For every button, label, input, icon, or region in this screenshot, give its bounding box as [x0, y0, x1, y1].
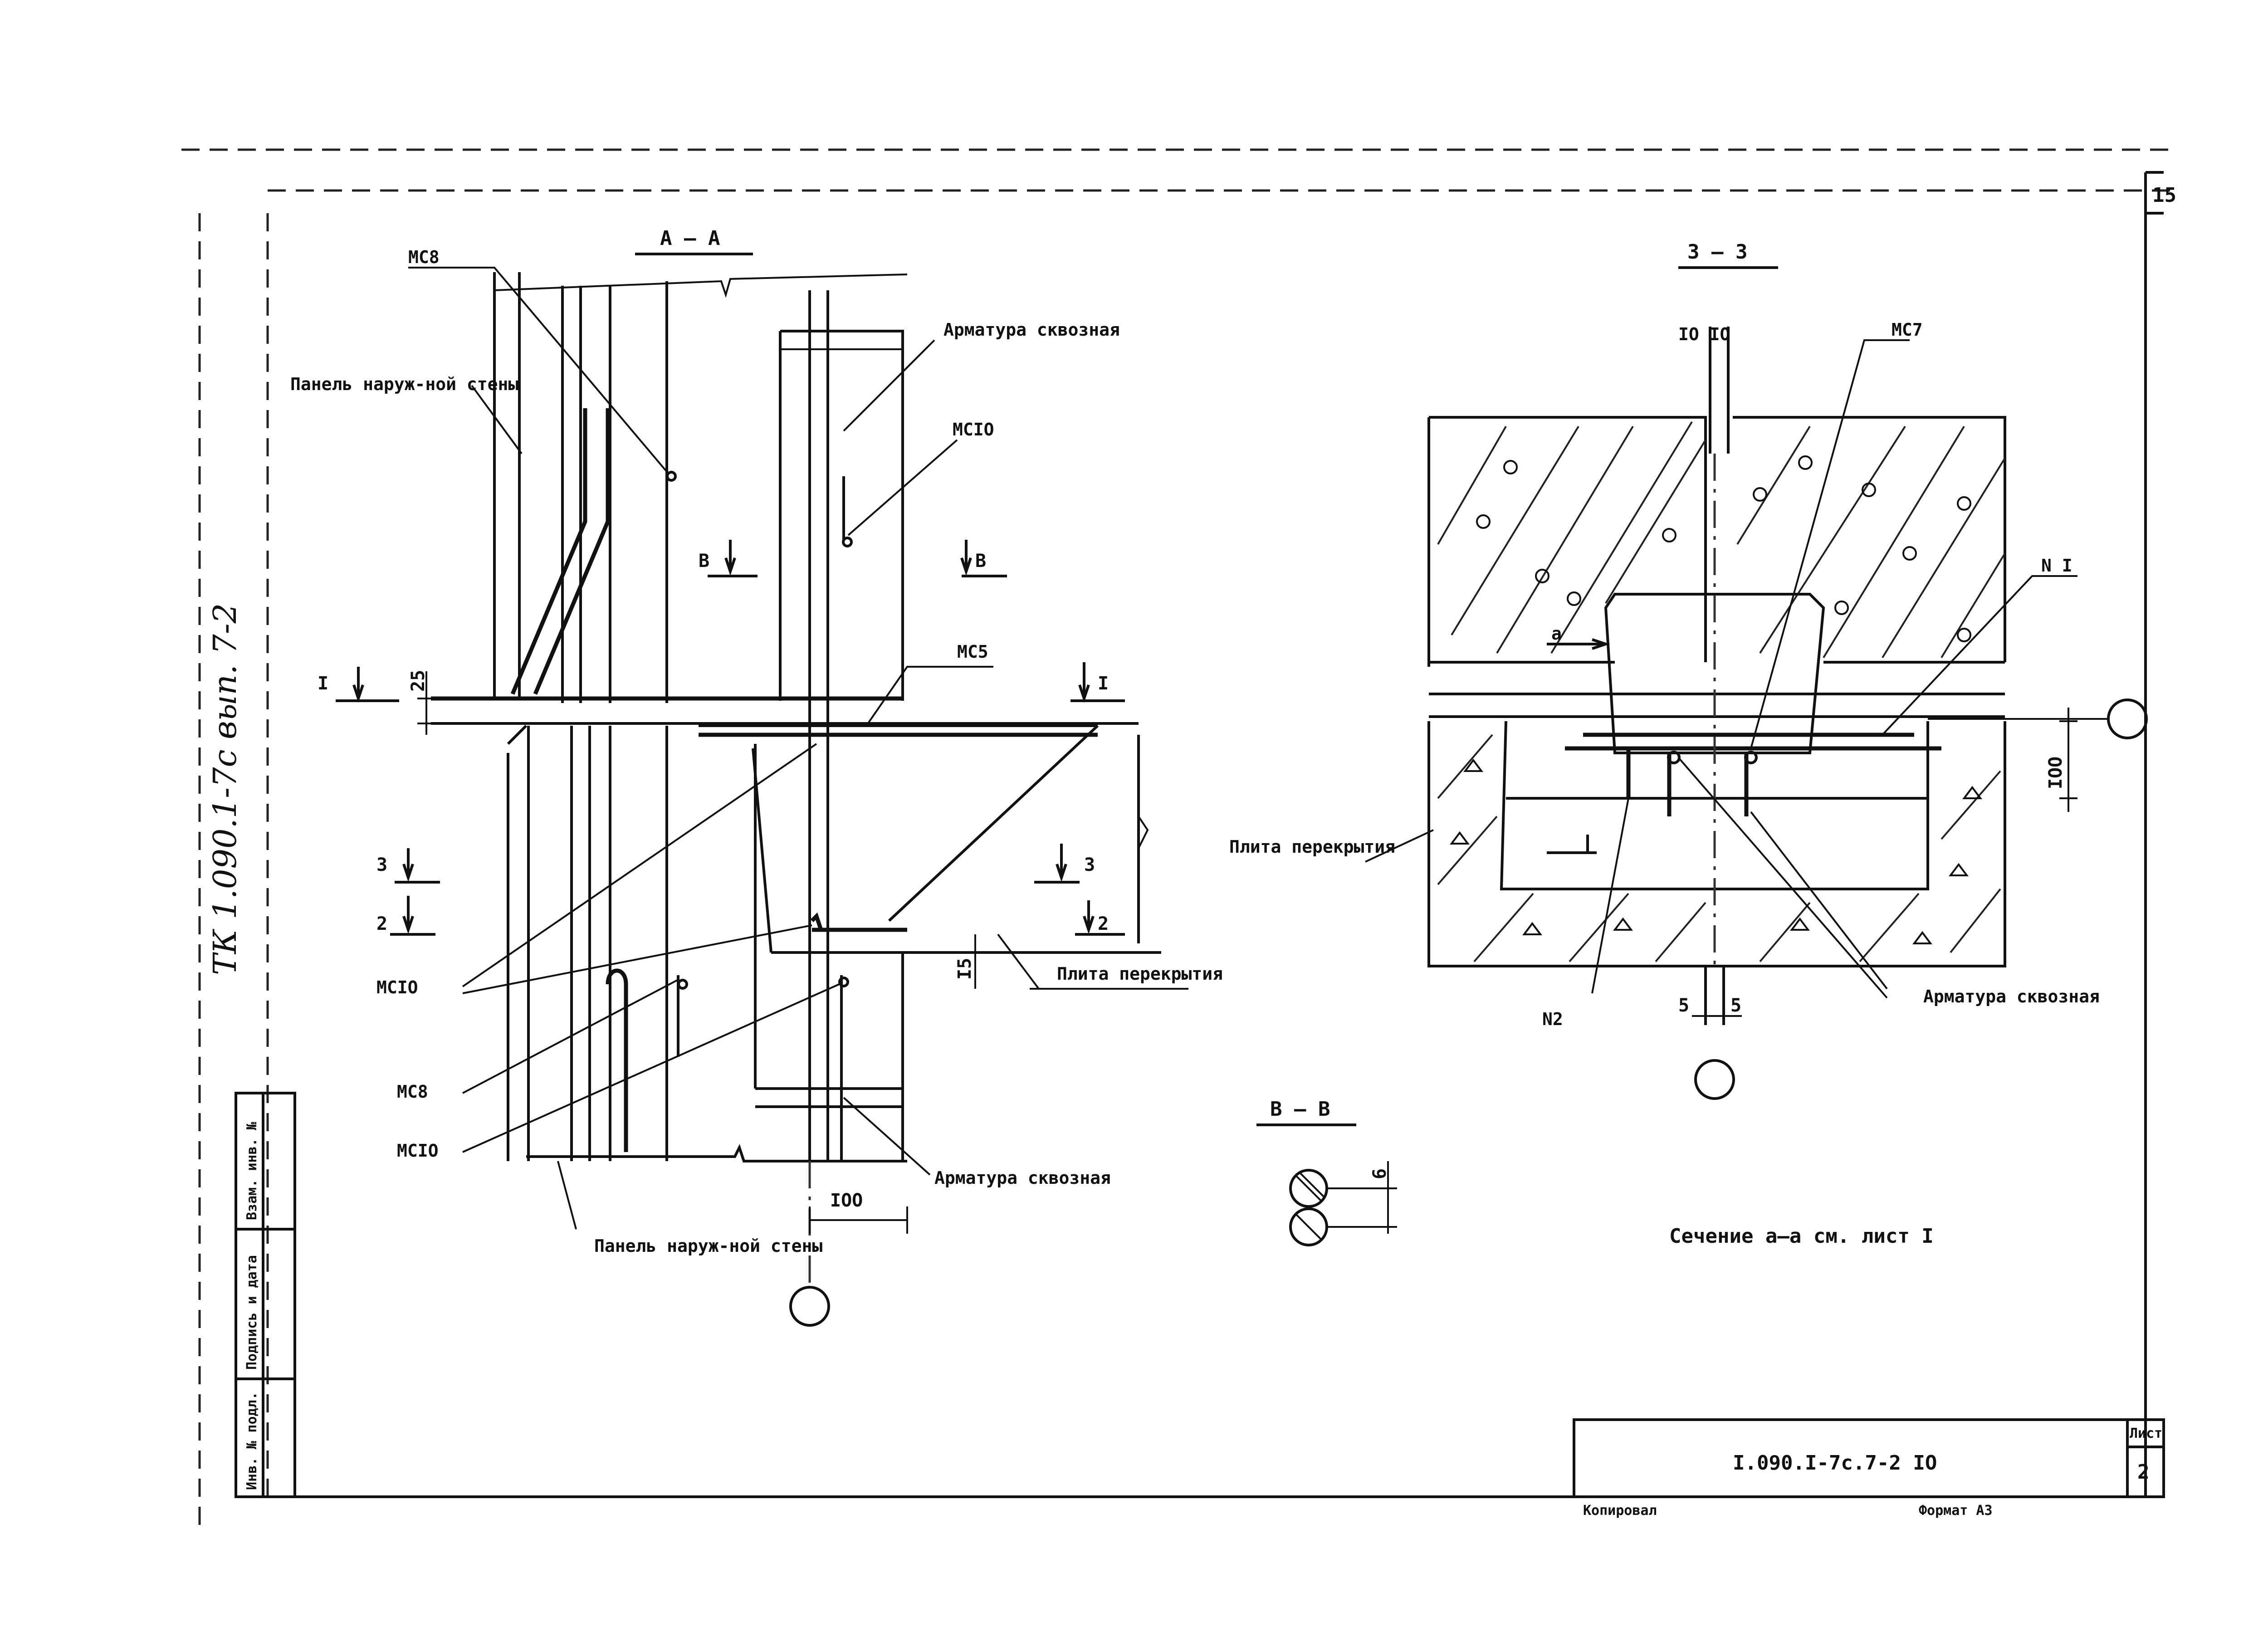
- s33-label-gap-bottom-right: 5: [1730, 995, 1741, 1016]
- aa-cut-three-right: 3: [1084, 855, 1095, 875]
- section-33-title: З – З: [1687, 240, 1747, 264]
- s33-label-n2: N2: [1542, 1009, 1563, 1029]
- aa-label-mc8-top: МС8: [408, 247, 440, 267]
- aa-label-panel-top: Панель наруж-ной стены: [290, 374, 518, 394]
- vv-dim-6: 6: [1369, 1168, 1390, 1179]
- s33-dim-100: IOO: [2045, 757, 2066, 789]
- s33-label-section-a: а: [1551, 624, 1562, 644]
- stamp-cell-0: Взам. инв. №: [244, 1121, 260, 1220]
- aa-cut-three-left: 3: [376, 855, 387, 875]
- s33-label-n1: N I: [2041, 556, 2072, 576]
- aa-cut-one-left: I: [318, 673, 328, 694]
- stamp-cell-1: Подпись и дата: [244, 1255, 260, 1370]
- copied-label: Копировал: [1583, 1503, 1657, 1519]
- sheet-frame: [181, 148, 2177, 1533]
- s33-label-gap-bottom-left: 5: [1678, 995, 1689, 1016]
- format-label: Формат А3: [1919, 1503, 1993, 1519]
- s33-label-slab: Плита перекрытия: [1229, 837, 1395, 857]
- aa-dim-15: I5: [954, 958, 975, 980]
- aa-label-mc8-bottom: МС8: [397, 1082, 428, 1102]
- aa-label-mc10-bottom: МСIO: [397, 1141, 439, 1161]
- aa-cut-v-left: В: [699, 551, 709, 571]
- aa-cut-v-right: В: [975, 551, 986, 571]
- aa-cut-two-left: 2: [376, 913, 387, 934]
- sheet-number: 2: [2137, 1460, 2150, 1484]
- aa-label-slab: Плита перекрытия: [1057, 964, 1223, 984]
- title-block: [1573, 1418, 2165, 1498]
- s33-label-gap-top: IO IO: [1678, 324, 1730, 344]
- left-stamp: [235, 1092, 296, 1498]
- aa-cut-one-right: I: [1098, 673, 1109, 694]
- aa-label-rebar-top: Арматура сквозная: [943, 320, 1120, 340]
- side-inscription: ТК 1.090.1-7с вып. 7-2: [206, 603, 244, 975]
- aa-dim-100: IOO: [830, 1190, 863, 1211]
- aa-label-mc5: МС5: [957, 642, 988, 662]
- s33-label-mc7: МС7: [1892, 320, 1923, 340]
- section-vv-title: В – В: [1270, 1098, 1330, 1121]
- aa-label-mc10-top: МСIO: [953, 420, 994, 440]
- section-vv-drawing: [1256, 1123, 1397, 1246]
- sheet-label: Лист: [2130, 1426, 2162, 1441]
- aa-label-mc10-left: МСIO: [376, 977, 418, 997]
- section-33-drawing: [1365, 266, 2148, 1100]
- s33-label-rebar: Арматура сквозная: [1923, 987, 2100, 1006]
- aa-label-panel-bottom: Панель наруж-ной стены: [594, 1236, 822, 1256]
- stamp-cell-2: Инв. № подл.: [244, 1392, 260, 1490]
- aa-label-rebar-bottom: Арматура сквозная: [934, 1168, 1111, 1188]
- section-aa-drawing: [336, 253, 1188, 1327]
- page-number: 15: [2152, 184, 2176, 207]
- designation: I.090.I-7с.7-2 IO: [1733, 1451, 1937, 1475]
- section-aa-title: А – А: [660, 227, 720, 250]
- note-section-aa: Сечение а–а см. лист I: [1669, 1225, 1934, 1248]
- aa-dim-25: 25: [408, 670, 429, 692]
- aa-cut-two-right: 2: [1098, 913, 1109, 934]
